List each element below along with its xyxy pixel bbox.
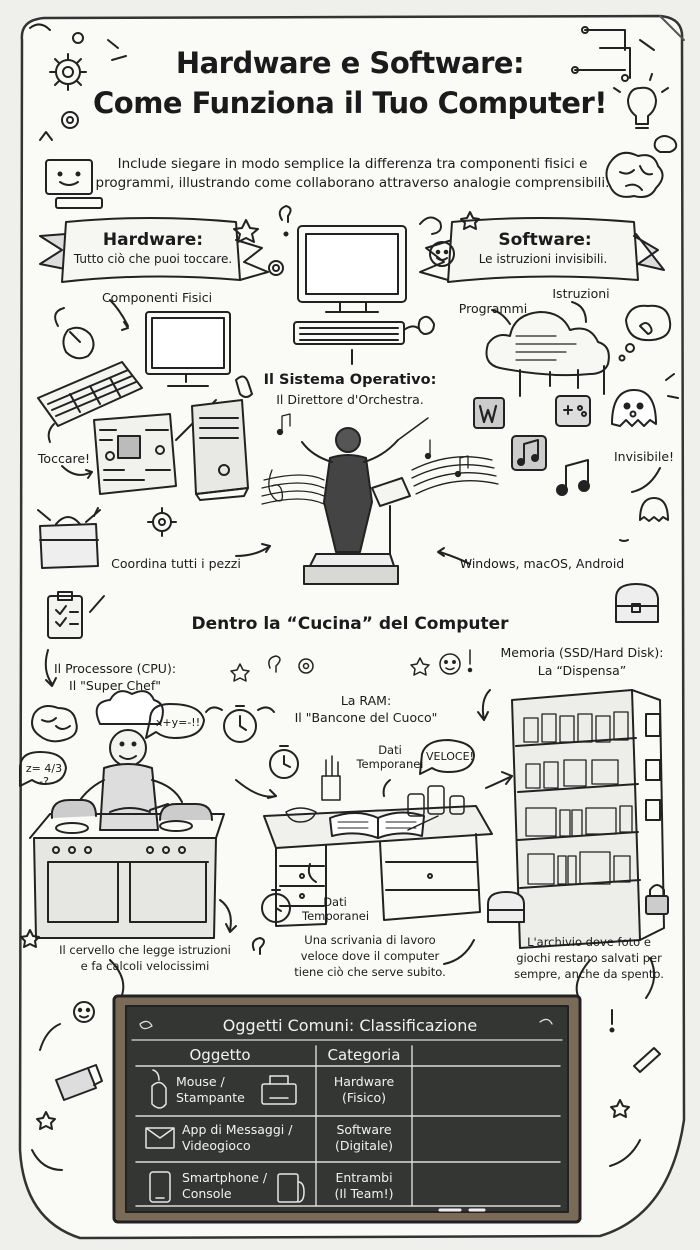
- storage-title: Memoria (SSD/Hard Disk):: [500, 645, 664, 660]
- word-icon: [473, 397, 505, 429]
- label-touch: Toccare!: [37, 451, 91, 466]
- treasure-chest-icon: [615, 583, 659, 623]
- ram-caption-line3: tiene ciò che serve subito.: [294, 965, 446, 979]
- usb-icon: [55, 1064, 103, 1101]
- lightbulb-icon: [613, 73, 669, 129]
- music-staff-doodle: [261, 413, 499, 505]
- kitchen-section-title: Dentro la “Cucina” del Computer: [191, 614, 509, 634]
- book-icon: [329, 811, 425, 839]
- row-object-line2: Videogioco: [182, 1138, 251, 1153]
- gear-icon: [49, 32, 87, 129]
- subtitle-line2: programmi, illustrando come collaborano …: [95, 175, 610, 191]
- subtitle-line1: Include siegare in modo semplice la diff…: [117, 156, 588, 172]
- smiley-computer-icon: [45, 159, 103, 209]
- cpu-caption-line2: e fa calcoli velocissimi: [80, 959, 210, 973]
- ram-label-top: Dati Temporanei: [356, 743, 424, 771]
- storage-subtitle: La “Dispensa”: [537, 663, 627, 678]
- board-title: Oggetti Comuni: Classificazione: [222, 1016, 478, 1035]
- os-right-caption: Windows, macOS, Android: [459, 556, 625, 571]
- storage-caption-line2: giochi restano salvati per: [516, 951, 662, 965]
- music-icon: [511, 435, 590, 496]
- row-category-line1: Entrambi: [335, 1170, 393, 1185]
- ram-caption-line1: Una scrivania di lavoro: [304, 933, 436, 947]
- cpu-subtitle: Il "Super Chef": [69, 678, 161, 693]
- stove-icon: [29, 799, 225, 939]
- clipboard-icon: [47, 591, 105, 639]
- monitor-icon: [293, 225, 435, 365]
- shelf-icon: [511, 689, 665, 949]
- treasure-chest-icon: [487, 891, 525, 923]
- row-object-line1: App di Messaggi /: [182, 1122, 293, 1137]
- ram-label-bottom: Dati Temporanei: [302, 895, 370, 923]
- gear-icon: [147, 507, 177, 537]
- ram-title: La RAM:: [340, 693, 392, 708]
- ram-caption-line2: veloce dove il computer: [300, 949, 440, 963]
- thought-bubble-icon: [618, 304, 672, 362]
- hardware-banner: [39, 217, 269, 283]
- storage-caption-line1: L'archivio dove foto e: [527, 935, 651, 949]
- label-invisible: Invisibile!: [613, 449, 675, 464]
- page-title-line2: Come Funziona il Tuo Computer!: [92, 86, 608, 120]
- tower-icon: [191, 399, 249, 501]
- brain-icon: [31, 705, 78, 743]
- os-subtitle: Il Direttore d'Orchestra.: [276, 392, 424, 407]
- row-category-line1: Software: [336, 1122, 392, 1137]
- ram-subtitle: Il "Bancone del Cuoco": [294, 710, 438, 725]
- keyboard-icon: [37, 361, 143, 427]
- hardware-banner-title: Hardware:: [102, 230, 204, 250]
- row-object-line2: Stampante: [176, 1090, 245, 1105]
- ram-bubble: VELOCE!: [426, 750, 474, 763]
- software-banner: [419, 217, 665, 283]
- row-object-line2: Console: [182, 1186, 232, 1201]
- label-instructions: Istruzioni: [552, 286, 610, 301]
- row-category-line2: (Fisico): [341, 1090, 386, 1105]
- storage-caption-line3: sempre, anche da spento.: [514, 967, 664, 981]
- row-object-line1: Mouse /: [176, 1074, 225, 1089]
- row-category-line1: Hardware: [333, 1074, 395, 1089]
- ghost-icon: [611, 389, 669, 542]
- cpu-title: Il Processore (CPU):: [53, 661, 177, 676]
- cpu-bubble-1: x+y=-!!: [155, 716, 201, 729]
- toolbox-icon: [37, 507, 101, 569]
- cloud-icon: [485, 311, 610, 397]
- software-banner-title: Software:: [498, 230, 592, 250]
- conductor-icon: [301, 417, 429, 585]
- mouse-icon: [54, 307, 95, 360]
- board-col-object: Oggetto: [189, 1046, 251, 1064]
- os-title: Il Sistema Operativo:: [263, 372, 437, 388]
- row-category-line2: (Il Team!): [334, 1186, 394, 1201]
- hardware-monitor-icon: [145, 311, 253, 398]
- board-col-category: Categoria: [327, 1046, 401, 1064]
- circuit-doodle-icon: [571, 26, 655, 82]
- row-category-line2: (Digitale): [335, 1138, 393, 1153]
- chalkboard-icon: [112, 994, 582, 1224]
- software-banner-subtitle: Le istruzioni invisibili.: [478, 252, 608, 266]
- gamepad-icon: [555, 395, 591, 427]
- label-programs: Programmi: [458, 301, 528, 316]
- brain-icon: [605, 135, 678, 198]
- padlock-icon: [645, 884, 669, 915]
- label-physical-components: Componenti Fisici: [101, 290, 213, 305]
- cpu-bubble-2: z= 4/3 -?: [25, 762, 63, 789]
- row-object-line1: Smartphone /: [182, 1170, 268, 1185]
- os-left-caption: Coordina tutti i pezzi: [111, 556, 241, 571]
- cpu-caption-line1: Il cervello che legge istruzioni: [59, 943, 231, 957]
- hardware-banner-subtitle: Tutto ciò che puoi toccare.: [73, 252, 233, 266]
- page-title-line1: Hardware e Software:: [175, 46, 525, 80]
